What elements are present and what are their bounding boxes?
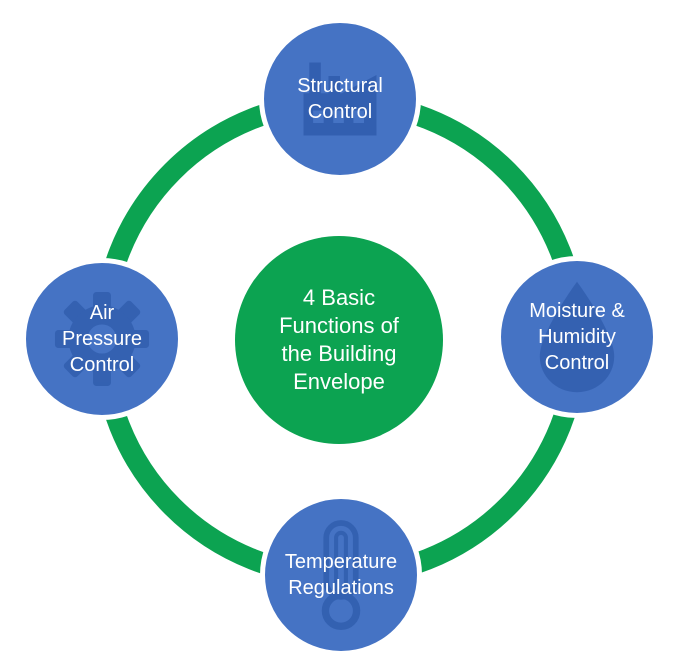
center-line-3: the Building — [281, 341, 397, 366]
node-line: Temperature — [284, 551, 398, 573]
node-line: Pressure — [61, 328, 143, 350]
node-line: Humidity — [538, 326, 616, 348]
factory-icon — [264, 23, 416, 175]
thermometer-icon — [265, 499, 417, 651]
node-air-pressure-control: Air Pressure Control — [21, 258, 183, 420]
node-label-temperature-regulations: Temperature Regulations — [285, 549, 397, 601]
node-line: Air — [89, 302, 115, 324]
node-line: Control — [69, 354, 135, 376]
node-label-structural-control: Structural Control — [297, 73, 383, 125]
droplet-icon — [501, 261, 653, 413]
center-line-2: Functions of — [279, 313, 399, 338]
node-temperature-regulations: Temperature Regulations — [260, 494, 422, 656]
node-label-moisture-humidity-control: Moisture & Humidity Control — [529, 298, 625, 376]
node-line: Regulations — [288, 577, 394, 599]
node-structural-control: Structural Control — [259, 18, 421, 180]
node-line: Control — [307, 101, 373, 123]
center-hub-label: 4 Basic Functions of the Building Envelo… — [279, 284, 399, 396]
center-line-4: Envelope — [293, 369, 385, 394]
node-line: Structural — [297, 75, 383, 97]
node-label-air-pressure-control: Air Pressure Control — [62, 300, 142, 378]
node-line: Control — [544, 352, 610, 374]
node-line: Moisture & — [529, 300, 625, 322]
gear-icon — [26, 263, 178, 415]
center-line-1: 4 Basic — [302, 285, 376, 310]
node-moisture-humidity-control: Moisture & Humidity Control — [496, 256, 658, 418]
center-hub-circle: 4 Basic Functions of the Building Envelo… — [235, 236, 443, 444]
